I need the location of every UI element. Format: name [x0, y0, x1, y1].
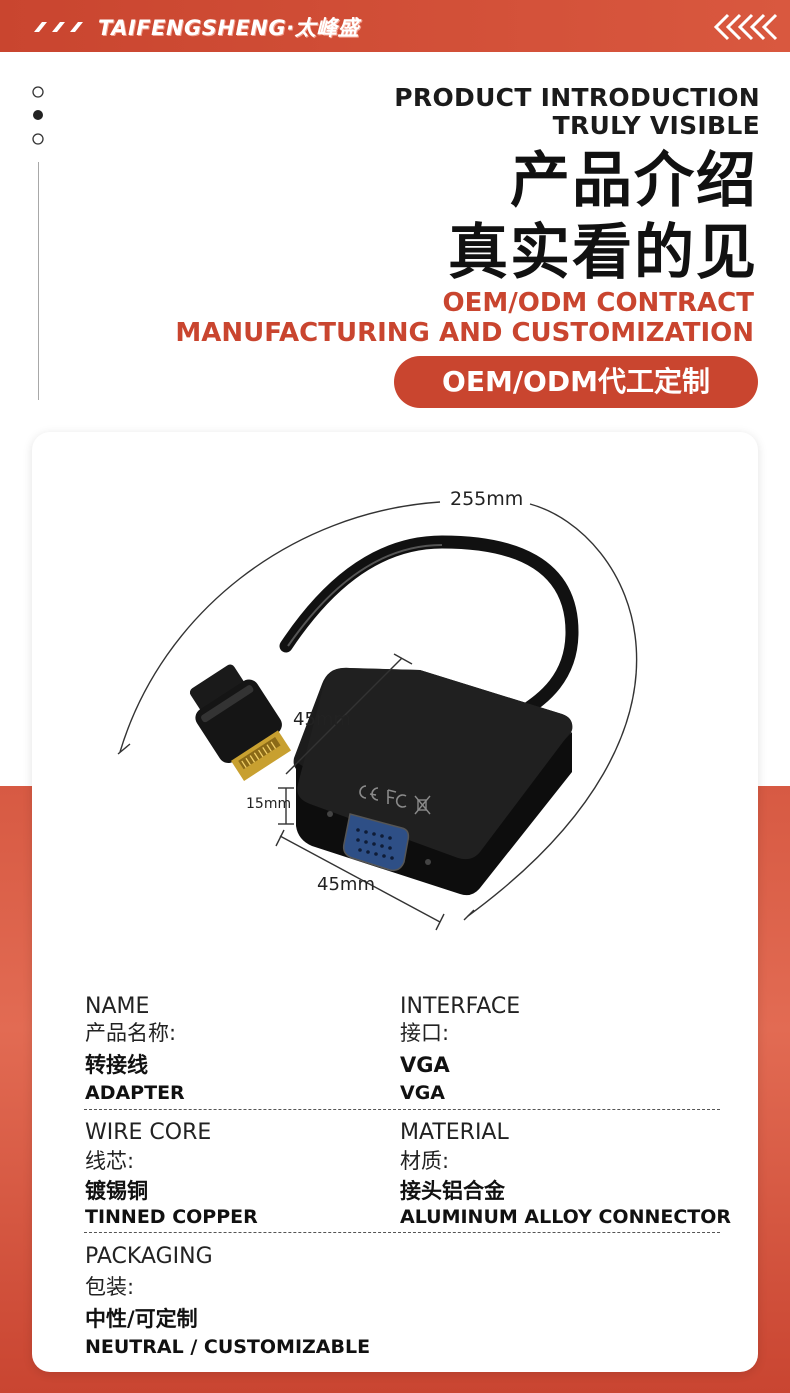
spec-name-label-cn: 产品名称:: [85, 1021, 177, 1045]
cable-icon: [279, 535, 579, 721]
pagination-dots-icon: [32, 86, 44, 145]
spec-name-value-en: ADAPTER: [85, 1082, 185, 1104]
depth-label: 45mm: [317, 874, 375, 895]
oem-en-line-1: OEM/ODM CONTRACT: [442, 288, 754, 318]
spec-wire-core-value-cn: 镀锡铜: [85, 1179, 148, 1203]
hdmi-connector-icon: [189, 664, 292, 781]
thickness-label: 15mm: [246, 796, 292, 812]
spec-material-value-cn: 接头铝合金: [400, 1179, 505, 1203]
spec-interface-value-en: VGA: [400, 1082, 446, 1104]
spec-interface-label-en: INTERFACE: [400, 994, 521, 1019]
spec-divider: [84, 1109, 720, 1110]
oem-en-line-2: MANUFACTURING AND CUSTOMIZATION: [175, 318, 754, 348]
spec-interface-label-cn: 接口:: [400, 1021, 450, 1045]
ce-mark-icon: [359, 785, 379, 801]
cable-length-arc-icon: [119, 501, 638, 917]
fcc-mark-icon: [387, 789, 407, 808]
spec-material-value-en: ALUMINUM ALLOY CONNECTOR: [400, 1206, 732, 1228]
width-label: 45mm: [293, 709, 351, 730]
brand-name: TAIFENGSHENG·太峰盛: [98, 16, 360, 40]
oem-badge: OEM/ODM代工定制: [394, 356, 758, 408]
product-illustration: [117, 501, 638, 931]
speed-dashes-icon: [34, 22, 83, 32]
spec-packaging-value-en: NEUTRAL / CUSTOMIZABLE: [85, 1336, 371, 1358]
title-en-line-2: TRULY VISIBLE: [552, 111, 760, 140]
spec-name-label-en: NAME: [85, 994, 150, 1019]
product-card: 255mm 45mm 15mm 45mm: [32, 432, 758, 1372]
double-chevron-left-icon: [713, 13, 778, 41]
title-en-line-1: PRODUCT INTRODUCTION: [394, 83, 760, 112]
spec-packaging-value-cn: 中性/可定制: [85, 1307, 198, 1331]
weee-mark-icon: [414, 795, 431, 815]
title-cn-line-2: 真实看的见: [448, 218, 758, 288]
spec-name-value-cn: 转接线: [85, 1053, 148, 1077]
spec-wire-core-label-cn: 线芯:: [85, 1149, 135, 1173]
spec-packaging-label-en: PACKAGING: [85, 1244, 213, 1269]
title-cn-line-1: 产品介绍: [510, 146, 758, 216]
spec-divider: [84, 1232, 720, 1233]
spec-wire-core-label-en: WIRE CORE: [85, 1120, 212, 1145]
spec-packaging-label-cn: 包装:: [85, 1275, 135, 1299]
top-banner: TAIFENGSHENG·太峰盛: [0, 0, 790, 52]
vga-connector-icon: [342, 813, 410, 872]
side-divider: [38, 162, 39, 400]
spec-wire-core-value-en: TINNED COPPER: [85, 1206, 258, 1228]
spec-material-label-cn: 材质:: [400, 1149, 450, 1173]
cable-length-label: 255mm: [450, 488, 524, 510]
spec-material-label-en: MATERIAL: [400, 1120, 509, 1145]
spec-interface-value-cn: VGA: [400, 1053, 450, 1077]
